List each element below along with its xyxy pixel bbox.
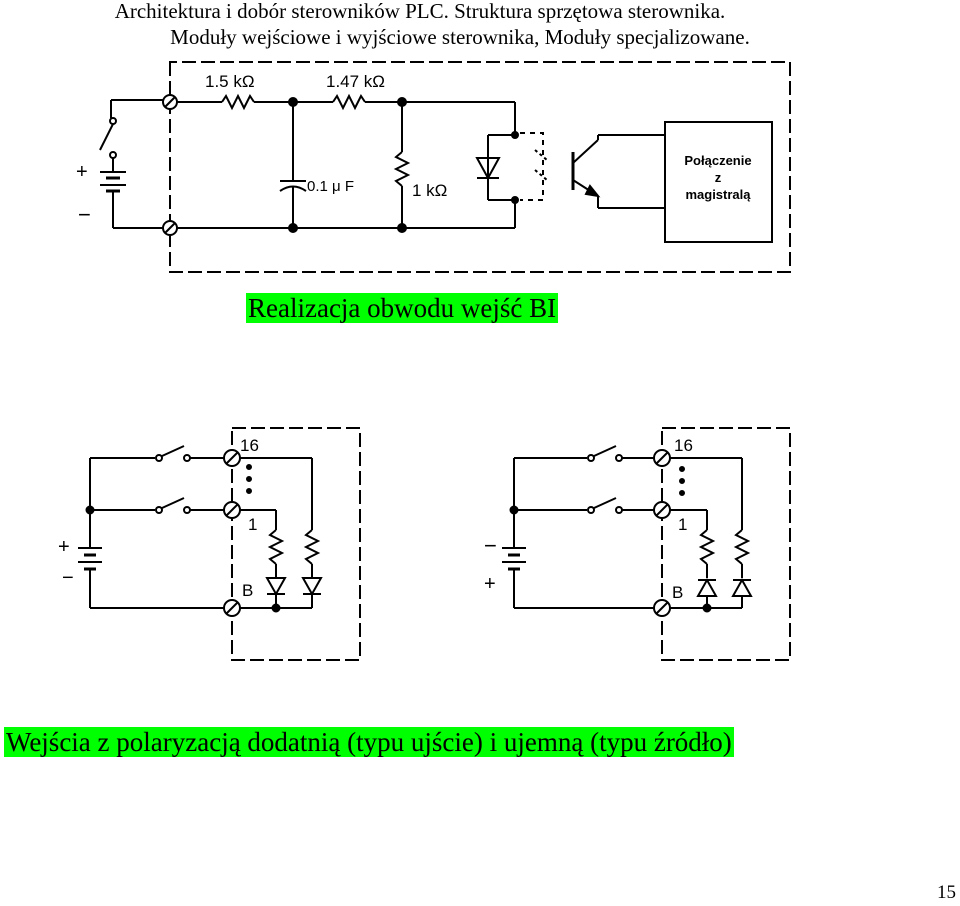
minus-label: −	[78, 202, 91, 227]
box-line-1: Połączenie	[684, 153, 751, 168]
resistor-r2	[332, 93, 366, 111]
led-symbol	[475, 157, 501, 181]
right-plus: +	[484, 573, 496, 595]
box-line-2: z	[715, 170, 722, 185]
header-line-1: Architektura i dobór sterowników PLC. St…	[114, 0, 726, 23]
top-circuit: + − 1.5 kΩ 1.47 kΩ 0.1 μ F 1 kΩ	[76, 61, 791, 273]
left-plus: +	[58, 536, 70, 558]
caption-polarization: Wejścia z polaryzacją dodatnią (typu ujś…	[4, 727, 734, 757]
right-label-16: 16	[674, 436, 693, 455]
resistor-r1	[221, 93, 255, 111]
bus-connection-box	[664, 121, 773, 243]
left-minus: −	[62, 567, 74, 589]
r2-label: 1.47 kΩ	[326, 72, 385, 91]
left-label-16: 16	[240, 436, 259, 455]
plus-label: +	[76, 161, 88, 183]
header-line-2: Moduły wejściowe i wyjściowe sterownika,…	[170, 25, 750, 49]
right-label-B: B	[672, 583, 683, 602]
left-circuit: + − 16 1 B	[58, 427, 361, 661]
r1-label: 1.5 kΩ	[205, 72, 255, 91]
right-label-1: 1	[678, 515, 687, 534]
left-label-1: 1	[248, 515, 257, 534]
left-label-B: B	[242, 581, 253, 600]
right-circuit: − + 16 1 B	[484, 427, 791, 661]
right-minus: −	[484, 533, 497, 558]
box-line-3: magistralą	[685, 187, 751, 202]
cap-label: 0.1 μ F	[307, 178, 354, 195]
caption-bi-circuit: Realizacja obwodu wejść BI	[246, 293, 559, 323]
r3-label: 1 kΩ	[412, 181, 447, 200]
page-number: 15	[937, 882, 956, 903]
resistor-r3	[393, 151, 411, 187]
